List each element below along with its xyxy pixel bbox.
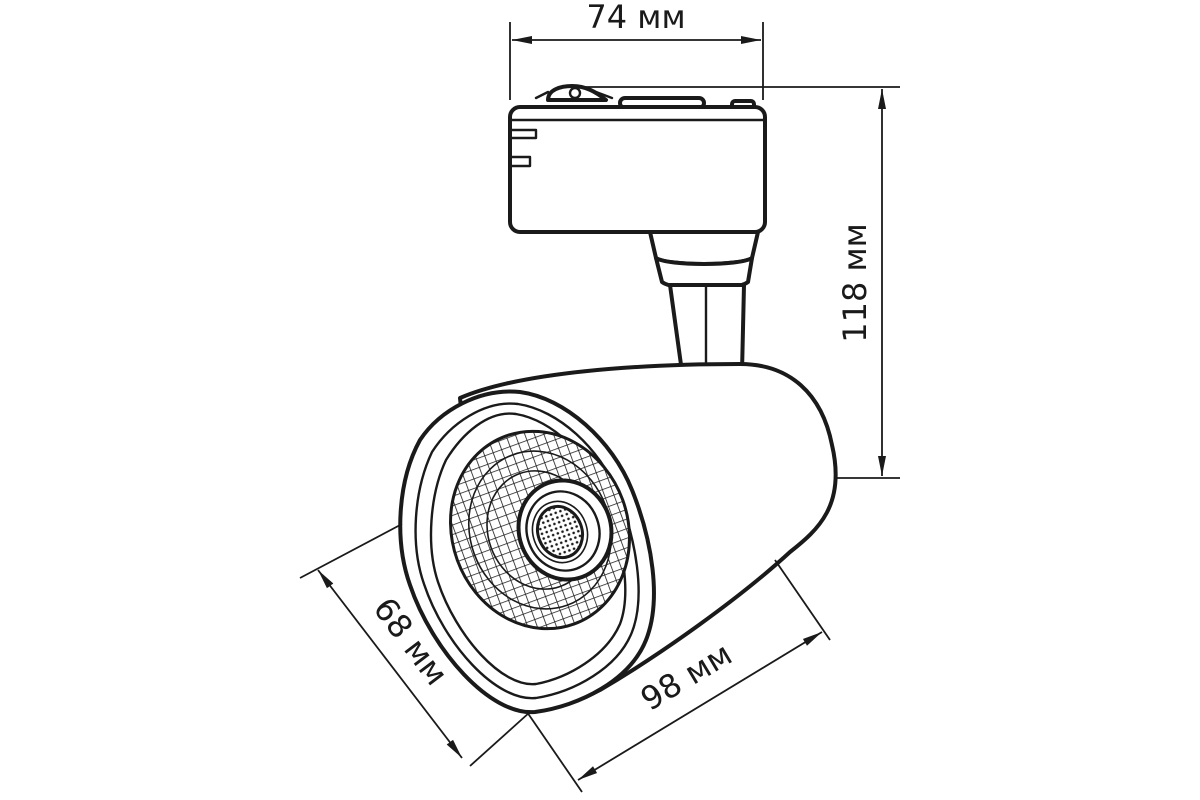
stem xyxy=(648,230,760,374)
dimension-width-top: 74 мм xyxy=(509,0,764,100)
led-chip xyxy=(535,504,585,560)
adapter-clip xyxy=(546,84,608,102)
dimension-height: 118 мм xyxy=(560,86,900,479)
track-adapter xyxy=(508,84,767,234)
dimension-label-width-top: 74 мм xyxy=(586,0,685,36)
lamp-head xyxy=(398,362,838,715)
dimension-label-height: 118 мм xyxy=(836,223,874,343)
adapter-body xyxy=(508,105,767,234)
